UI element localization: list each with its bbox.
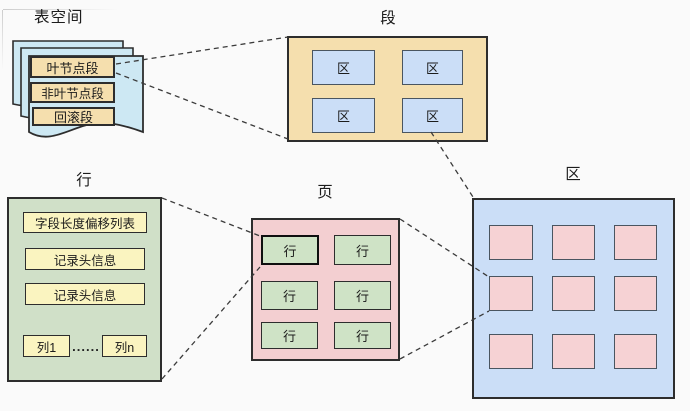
row-column-first: 列1 xyxy=(23,335,70,357)
tablespace-leaf-segment: 叶节点段 xyxy=(30,56,115,78)
row-column-last: 列n xyxy=(102,335,147,357)
row-field-length-offset-list: 字段长度偏移列表 xyxy=(23,212,147,233)
page-row-cell: 行 xyxy=(261,281,318,310)
tablespace-title: 表空间 xyxy=(34,9,84,26)
page-row-cell: 行 xyxy=(261,322,318,349)
extent-page-cell xyxy=(552,334,595,369)
row-columns-ellipsis: ...... xyxy=(72,338,100,354)
extent-page-cell-linked xyxy=(489,276,533,311)
extent-page-cell xyxy=(614,334,657,369)
page-row-cell-highlighted: 行 xyxy=(261,235,319,265)
page-row-cell: 行 xyxy=(334,322,391,349)
page-row-cell: 行 xyxy=(334,281,391,310)
segment-box: 区 区 区 区 xyxy=(287,36,488,142)
extent-title: 区 xyxy=(565,166,582,183)
segment-extent-cell: 区 xyxy=(402,98,463,133)
extent-page-cell xyxy=(552,225,595,260)
card-corner-left-line xyxy=(2,10,3,70)
extent-page-cell xyxy=(489,225,533,260)
extent-page-cell xyxy=(552,276,595,311)
page-title: 页 xyxy=(317,184,334,201)
extent-page-cell xyxy=(614,225,657,260)
extent-box xyxy=(472,198,675,399)
tablespace-nonleaf-segment: 非叶节点段 xyxy=(30,82,115,103)
row-record-header-info: 记录头信息 xyxy=(25,283,145,305)
extent-page-cell xyxy=(489,334,533,369)
row-record-header-info: 记录头信息 xyxy=(25,248,145,270)
segment-extent-cell: 区 xyxy=(402,50,463,85)
segment-extent-cell: 区 xyxy=(312,98,375,133)
card-corner-top-line xyxy=(3,9,118,10)
page-box: 行 行 行 行 行 行 xyxy=(251,218,400,361)
segment-title: 段 xyxy=(380,10,397,27)
segment-extent-cell: 区 xyxy=(312,50,375,85)
tablespace-rollback-segment: 回滚段 xyxy=(32,107,115,126)
row-detail-box: 字段长度偏移列表 记录头信息 记录头信息 列1 ...... 列n xyxy=(7,197,162,382)
page-row-cell: 行 xyxy=(334,235,391,265)
extent-page-cell xyxy=(614,276,657,311)
row-title: 行 xyxy=(76,172,93,189)
